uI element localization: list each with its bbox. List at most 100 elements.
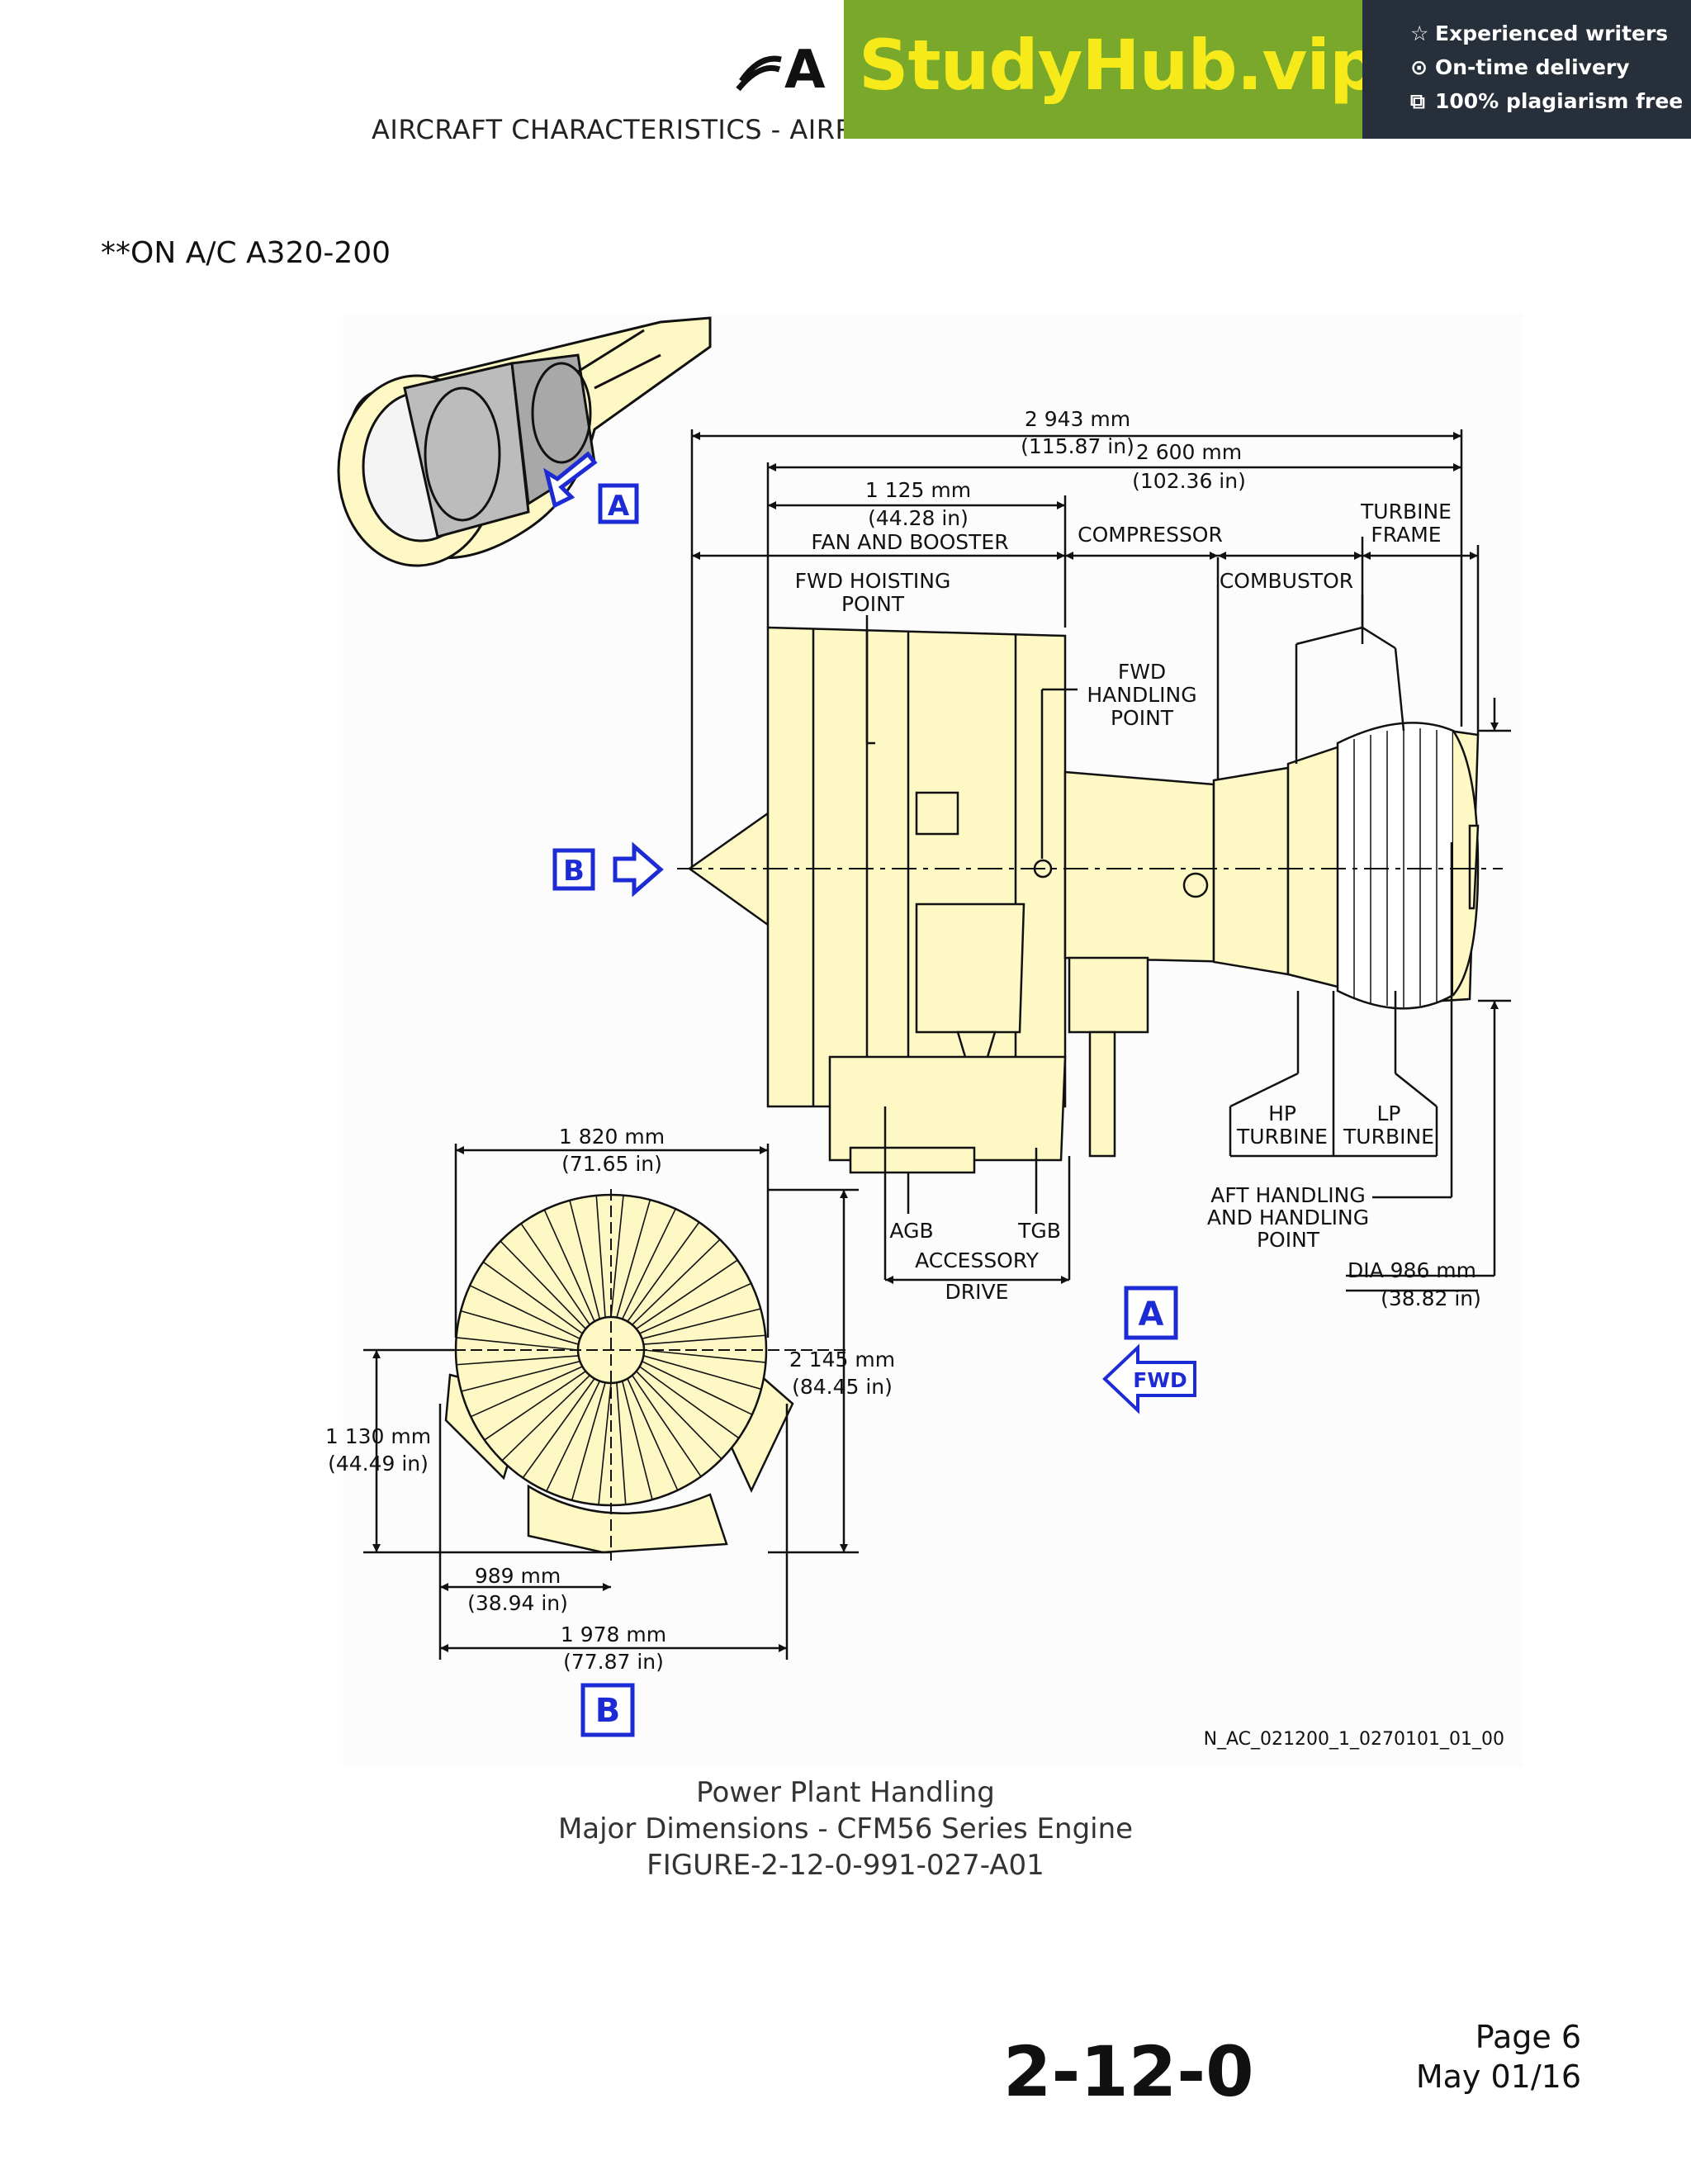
page-number: Page 6 [1475, 2019, 1581, 2055]
dim-cl-height-in: (44.49 in) [328, 1452, 429, 1476]
fwd-arrow-label: FWD [1133, 1368, 1187, 1392]
label-fwd-handling-1: FWD [1118, 660, 1166, 684]
label-drive: DRIVE [945, 1280, 1009, 1304]
dim-cl-height-mm: 1 130 mm [325, 1424, 431, 1448]
dim-overall-mm: 2 943 mm [1025, 407, 1130, 431]
fan-blade [598, 1382, 612, 1505]
fan-blade [543, 1209, 595, 1322]
banner-features-panel [1362, 0, 1691, 139]
dim-fan-mm: 1 125 mm [865, 478, 971, 502]
label-fwd-hoisting-2: POINT [841, 592, 905, 616]
fan-blade [627, 1378, 679, 1491]
fan-blade [522, 1378, 595, 1479]
fan-blade [636, 1259, 738, 1329]
logo-text: A [784, 40, 826, 101]
fan-blade [470, 1366, 583, 1418]
applicability-note: **ON A/C A320-200 [101, 236, 391, 270]
front-view-labels: 1 820 mm (71.65 in) 2 145 mm (84.45 in) … [325, 1125, 895, 1674]
dim-fan-width-mm: 1 820 mm [559, 1125, 665, 1149]
fan-blade [482, 1261, 583, 1334]
caption-line-3: FIGURE-2-12-0-991-027-A01 [647, 1849, 1044, 1882]
callout-arrow-a-inset [543, 451, 598, 509]
label-turbine-frame-2: FRAME [1371, 523, 1441, 547]
fan-blade [500, 1240, 586, 1329]
side-view-labels: 2 943 mm (115.87 in) 2 600 mm (102.36 in… [795, 407, 1481, 1310]
fan-blade [643, 1349, 766, 1363]
fwd-arrow-icon [1102, 1343, 1196, 1414]
label-combustor: COMBUSTOR [1220, 569, 1353, 593]
drawing-reference: N_AC_021200_1_0270101_01_00 [1204, 1729, 1504, 1750]
header-subtitle: AIRCRAFT CHARACTERISTICS - AIRP [372, 114, 852, 145]
callout-a-label-view: A [1139, 1296, 1164, 1334]
fan-blade [616, 1199, 651, 1318]
front-view-centerlines [372, 1189, 850, 1561]
fan-blade [621, 1381, 653, 1500]
label-aft-handling-2: AND HANDLING [1207, 1206, 1369, 1229]
airbus-logo: A [735, 40, 826, 101]
dim-half-width-in: (38.94 in) [467, 1591, 568, 1615]
dimension-lines-side [690, 429, 1511, 1292]
fan-blade [520, 1223, 590, 1325]
callout-b-label-front: B [595, 1692, 621, 1730]
dim-fan-in: (44.28 in) [868, 506, 969, 530]
dim-fan-width-in: (71.65 in) [561, 1152, 662, 1176]
copy-icon: ⧉ [1410, 89, 1425, 113]
feature-item: ☆Experienced writers [1410, 21, 1669, 45]
caption-line-1: Power Plant Handling [696, 1776, 995, 1809]
fan-blade [643, 1355, 762, 1390]
dim-2600-in: (102.36 in) [1132, 469, 1246, 493]
label-tgb: TGB [1017, 1219, 1061, 1243]
label-compressor: COMPRESSOR [1078, 523, 1223, 547]
section-number: 2-12-0 [1003, 2031, 1254, 2112]
label-agb: AGB [889, 1219, 933, 1243]
fan-blade [456, 1337, 579, 1351]
label-accessory: ACCESSORY [915, 1248, 1040, 1272]
fan-blade [632, 1239, 721, 1325]
airbus-swirl-icon [736, 55, 782, 92]
dimension-lines-front [363, 1144, 859, 1660]
star-icon: ☆ [1410, 21, 1429, 45]
label-turbine-frame-1: TURBINE [1360, 500, 1452, 523]
fan-blade [456, 1355, 579, 1366]
caption-line-2: Major Dimensions - CFM56 Series Engine [557, 1812, 1134, 1845]
fan-blade [642, 1360, 753, 1415]
fan-blade [469, 1285, 580, 1340]
label-lp-turbine-1: LP [1376, 1101, 1400, 1125]
fan-blade [639, 1366, 740, 1439]
dim-overall-in: (115.87 in) [1021, 434, 1134, 458]
banner-brand[interactable]: StudyHub.vip [859, 25, 1379, 106]
fan-blade [569, 1200, 601, 1319]
fan-blade [501, 1375, 590, 1462]
fan-blade [546, 1381, 601, 1492]
fan-blade [595, 1195, 606, 1318]
callout-b-box-front [580, 1683, 635, 1737]
dim-dia-mm: DIA 986 mm [1348, 1258, 1476, 1282]
clock-icon: ⊙ [1410, 55, 1428, 79]
page-date: May 01/16 [1415, 2058, 1581, 2095]
label-fan-booster: FAN AND BOOSTER [811, 530, 1008, 554]
dim-height-in: (84.45 in) [792, 1375, 893, 1399]
dim-total-width-mm: 1 978 mm [561, 1623, 666, 1646]
label-fwd-hoisting-1: FWD HOISTING [795, 569, 951, 593]
dim-total-width-in: (77.87 in) [563, 1650, 664, 1674]
fan-blade [636, 1371, 722, 1460]
label-hp-turbine-2: TURBINE [1236, 1125, 1328, 1149]
fan-blade [621, 1208, 676, 1319]
ad-banner[interactable] [844, 0, 1379, 139]
label-aft-handling-1: AFT HANDLING [1210, 1183, 1366, 1207]
callout-a-label: A [608, 490, 630, 523]
view-b-arrow-icon [613, 841, 664, 898]
dim-dia-in: (38.82 in) [1381, 1286, 1481, 1310]
fan-blade [643, 1334, 766, 1345]
fan-blade [461, 1360, 580, 1392]
callout-b-box-side [552, 848, 595, 891]
fan-blade [460, 1310, 579, 1345]
fan-blade [639, 1282, 752, 1334]
dim-2600-mm: 2 600 mm [1136, 440, 1242, 464]
fan-blade [484, 1371, 586, 1441]
fan-blade [642, 1308, 761, 1340]
fan-blade [571, 1382, 606, 1501]
fan-blade [627, 1221, 700, 1322]
dim-height-mm: 2 145 mm [789, 1348, 895, 1372]
